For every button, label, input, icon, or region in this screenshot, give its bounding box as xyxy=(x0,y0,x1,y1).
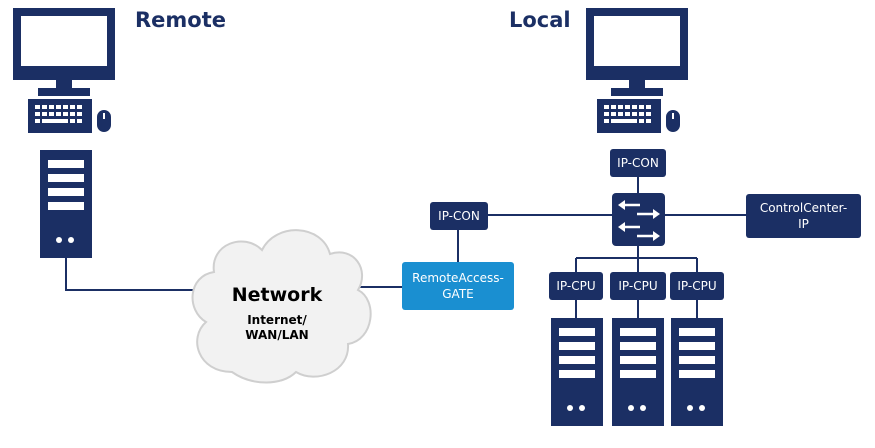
ip-cpu-2-label: IP-CPU xyxy=(618,279,658,293)
local-monitor-icon xyxy=(586,8,688,96)
gate-label-line1: RemoteAccess- xyxy=(412,271,504,285)
ip-cpu-1-label: IP-CPU xyxy=(556,279,596,293)
network-subtitle-line1: Internet/ xyxy=(247,313,307,327)
remote-mouse-icon xyxy=(97,110,111,132)
network-subtitle-line2: WAN/LAN xyxy=(245,328,309,342)
connection-lines xyxy=(65,177,746,318)
cc-label-line2: IP xyxy=(798,217,809,231)
remote-keyboard-icon xyxy=(28,99,92,133)
switch-icon xyxy=(612,193,665,246)
server-3-icon xyxy=(671,318,723,426)
server-1-icon xyxy=(551,318,603,426)
remote-access-gate-node: RemoteAccess- GATE xyxy=(402,262,514,310)
ip-con-top-label: IP-CON xyxy=(617,156,659,170)
remote-heading: Remote xyxy=(135,8,227,32)
ip-cpu-2-node: IP-CPU xyxy=(610,272,666,300)
remote-computer-icon xyxy=(40,150,92,258)
ip-con-top-node: IP-CON xyxy=(610,149,666,177)
remote-monitor-icon xyxy=(13,8,115,96)
ip-cpu-1-node: IP-CPU xyxy=(549,272,603,300)
cc-label-line1: ControlCenter- xyxy=(759,201,848,215)
ip-con-left-node: IP-CON xyxy=(430,202,488,230)
gate-label-line2: GATE xyxy=(442,287,474,301)
ip-cpu-3-label: IP-CPU xyxy=(677,279,717,293)
ip-con-left-label: IP-CON xyxy=(438,209,480,223)
network-cloud-icon xyxy=(191,229,372,384)
local-keyboard-icon xyxy=(597,99,661,133)
network-title: Network xyxy=(231,284,323,306)
local-mouse-icon xyxy=(666,110,680,132)
local-heading: Local xyxy=(509,8,571,32)
server-2-icon xyxy=(612,318,664,426)
ip-cpu-3-node: IP-CPU xyxy=(670,272,724,300)
control-center-ip-node: ControlCenter- IP xyxy=(746,194,861,238)
